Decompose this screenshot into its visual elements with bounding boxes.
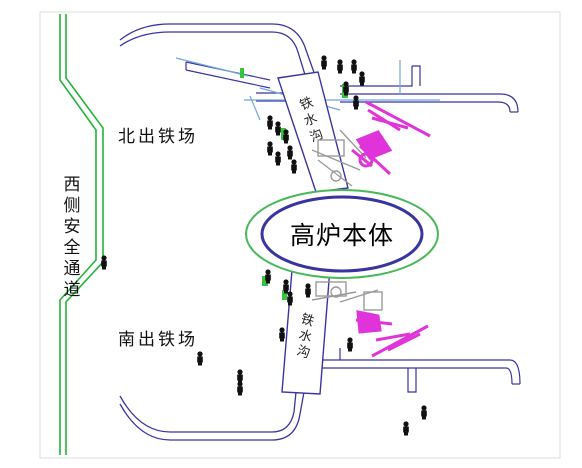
north-drill-machine-icon: [311, 129, 367, 187]
south-trough-char-2: 水: [297, 328, 314, 346]
north-iron-trough: 铁 水 沟: [277, 71, 349, 193]
worker-icon: [321, 55, 327, 70]
worker-icon: [267, 115, 273, 130]
worker-icon: [305, 283, 311, 298]
north-trough-char-2: 水: [302, 111, 320, 130]
worker-icon: [275, 121, 281, 136]
worker-icon: [359, 71, 365, 86]
west-passage-char-3: 安: [64, 217, 81, 237]
north-branch-channels: [185, 61, 519, 113]
worker-icon: [267, 141, 273, 156]
workers-group: [101, 55, 427, 436]
south-branch-channels: [322, 348, 521, 393]
furnace-inner-ring: [260, 195, 424, 273]
north-tapping-yard-label: 北出铁场: [118, 127, 198, 147]
worker-icon: [343, 81, 349, 96]
south-mud-gun-icon: [355, 310, 429, 358]
west-passage-char-5: 通: [64, 259, 81, 279]
west-safety-passage-lines: [59, 14, 104, 455]
worker-icon: [353, 95, 359, 110]
worker-icon: [283, 129, 289, 144]
north-runner-duct: [119, 23, 317, 79]
worker-icon: [237, 369, 243, 384]
south-drill-machine-icon: [311, 281, 383, 311]
worker-icon: [275, 151, 281, 166]
south-runner-duct: [119, 391, 305, 441]
worker-icon: [283, 279, 289, 294]
south-trough-char-3: 沟: [295, 344, 312, 362]
west-passage-char-1: 西: [64, 175, 81, 195]
worker-icon: [337, 59, 343, 74]
north-mud-gun-icon: [351, 100, 431, 176]
south-trough-char-1: 铁: [299, 312, 316, 330]
worker-icon: [101, 255, 107, 270]
worker-icon: [291, 159, 297, 174]
north-trough-char-3: 沟: [308, 127, 326, 146]
west-safety-passage-label: 西 侧 安 全 通 道: [64, 175, 81, 300]
worker-icon: [265, 269, 271, 284]
south-tapping-yard-label: 南出铁场: [118, 330, 198, 350]
worker-icon: [403, 421, 409, 436]
worker-icon: [279, 327, 285, 342]
west-passage-char-4: 全: [64, 238, 81, 258]
worker-icon: [197, 351, 203, 366]
diagram-frame: [39, 11, 561, 459]
worker-icon: [351, 59, 357, 74]
north-trough-char-1: 铁: [298, 95, 316, 114]
furnace-label: 高炉本体: [290, 221, 394, 250]
worker-icon: [237, 381, 243, 396]
worker-icon: [421, 405, 427, 420]
worker-icon: [287, 291, 293, 306]
worker-icon: [347, 337, 353, 352]
furnace-body: 高炉本体: [245, 189, 439, 279]
west-passage-char-2: 侧: [64, 196, 81, 216]
west-passage-char-6: 道: [64, 280, 81, 300]
worker-icon: [287, 145, 293, 160]
